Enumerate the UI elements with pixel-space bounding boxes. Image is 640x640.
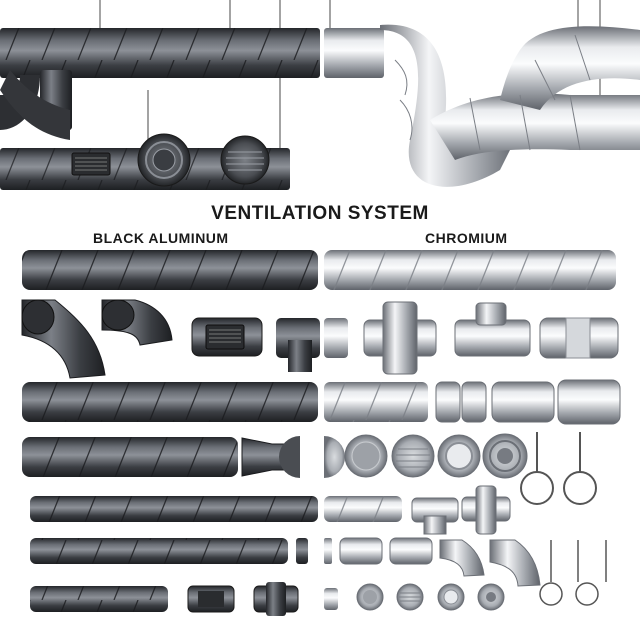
- row-short-pipes: [30, 485, 511, 535]
- row-fittings: [21, 299, 619, 379]
- row-long-pipes: [22, 250, 616, 290]
- row-small-pipes-elbows: [30, 537, 607, 606]
- top-assembly: [0, 0, 640, 190]
- row-medium-pipes: [22, 379, 621, 425]
- chromium-label: CHROMIUM: [425, 230, 508, 246]
- page-title: VENTILATION SYSTEM: [211, 203, 429, 224]
- row-caps: [30, 582, 505, 616]
- black-aluminum-label: BLACK ALUMINUM: [93, 230, 229, 246]
- row-reducers-diffusers: [22, 432, 597, 505]
